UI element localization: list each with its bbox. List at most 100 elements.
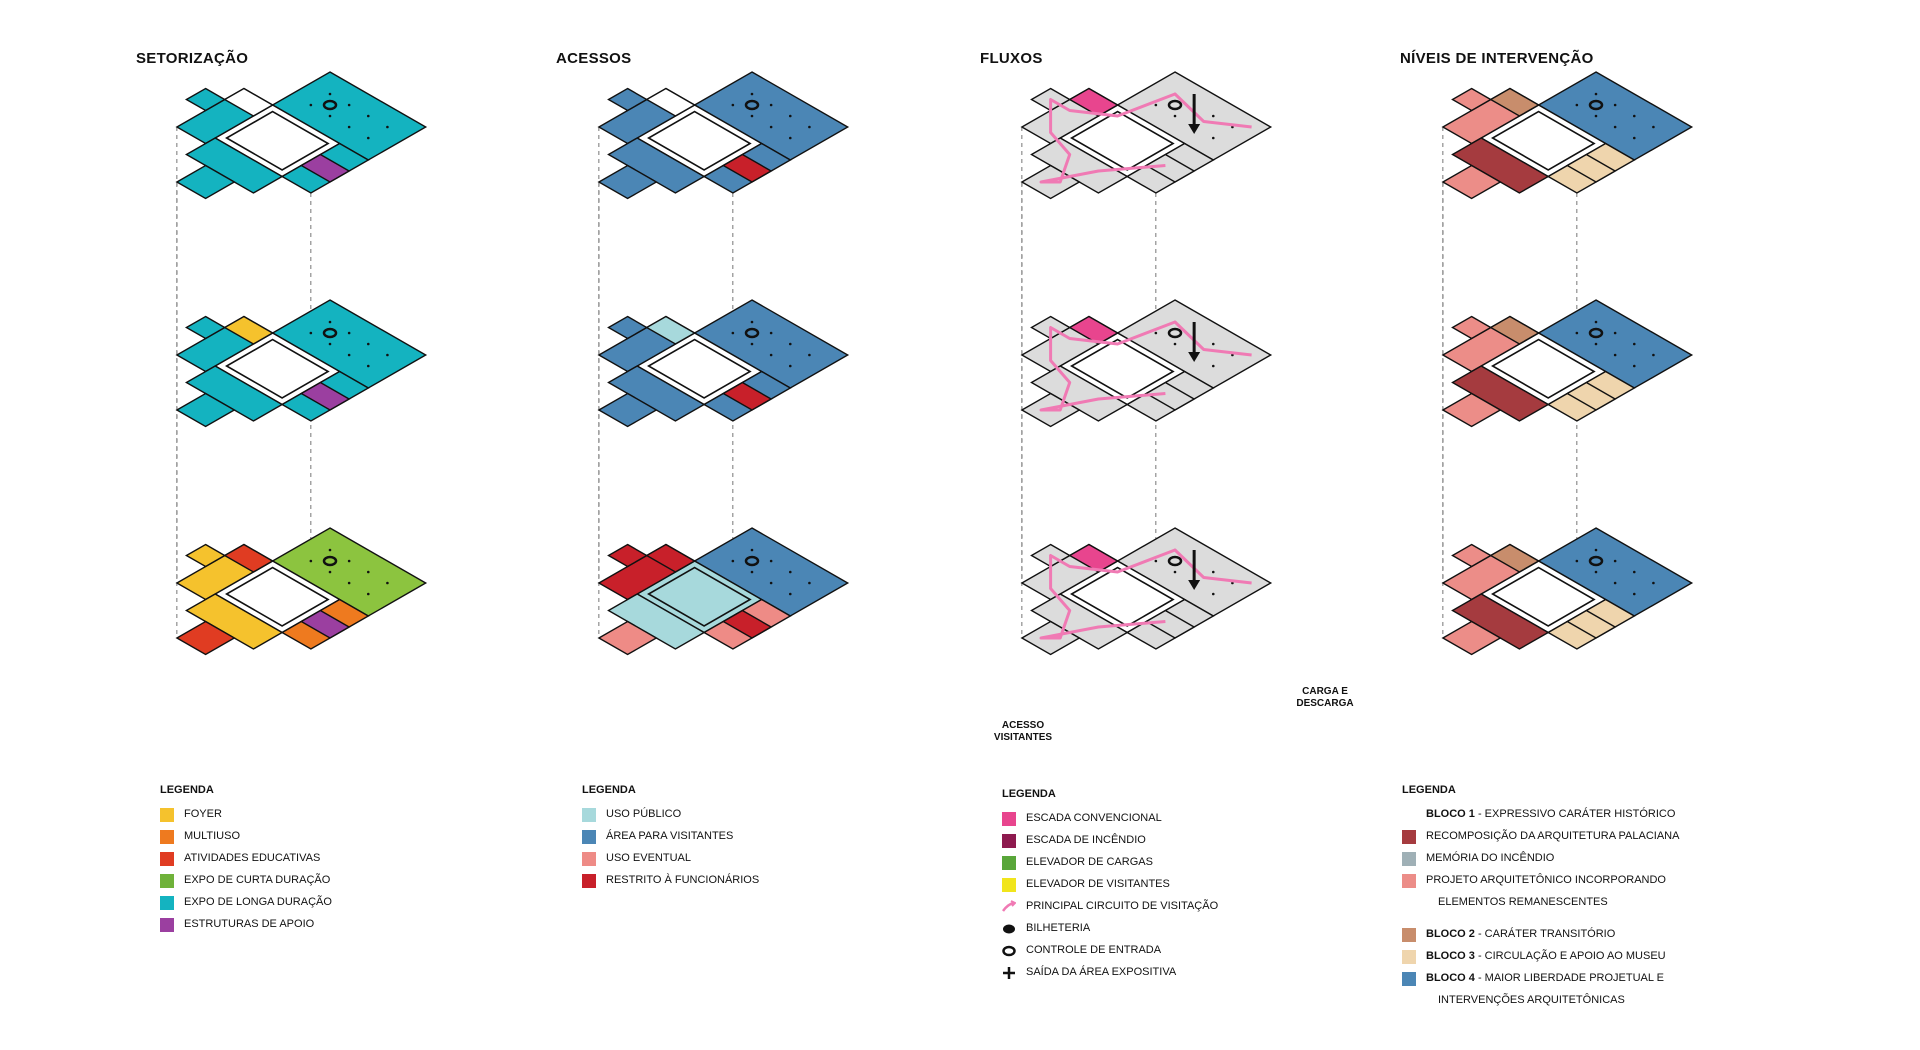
- column-dot: [750, 92, 754, 96]
- legend-swatch: [1402, 874, 1416, 888]
- legend-label: CONTROLE DE ENTRADA: [1026, 944, 1162, 956]
- ticket-dot-icon: [1002, 922, 1016, 936]
- legend-item: USO EVENTUAL: [582, 852, 759, 874]
- plan-block-central: [607, 137, 706, 194]
- legend-item: CONTROLE DE ENTRADA: [1002, 944, 1218, 966]
- plan-wing-left-tip: [607, 87, 649, 112]
- column-niveis: [1441, 71, 1694, 656]
- column-dot: [1613, 331, 1617, 335]
- column-dot: [788, 364, 792, 368]
- legend-item: MULTIUSO: [160, 830, 332, 852]
- courtyard-outline: [646, 110, 752, 171]
- plan-wing-left-tip: [1451, 543, 1493, 568]
- plan-block-central: [607, 593, 706, 650]
- courtyard-outline: [1490, 110, 1596, 171]
- path-arrow-icon: [1002, 900, 1016, 914]
- legend-item: FOYER: [160, 808, 332, 830]
- column-acessos: [597, 71, 850, 656]
- column-dot: [1594, 320, 1598, 324]
- floor-top: [1020, 71, 1273, 200]
- legend-title: LEGENDA: [160, 784, 214, 796]
- plan-wing-left-tip: [1451, 315, 1493, 340]
- plan-block-accent: [1489, 315, 1541, 345]
- column-dot: [788, 136, 792, 140]
- plan-block-accent: [645, 87, 697, 117]
- plan-support-rooms: [1565, 609, 1617, 639]
- legend-swatch: [1402, 830, 1416, 844]
- legend-label: PROJETO ARQUITETÔNICO INCORPORANDO: [1426, 874, 1666, 886]
- floor-top: [597, 71, 850, 200]
- legend-label: RESTRITO À FUNCIONÁRIOS: [606, 874, 760, 886]
- legend-label: PRINCIPAL CIRCUITO DE VISITAÇÃO: [1026, 900, 1219, 912]
- plan-block-central: [1030, 365, 1129, 422]
- plan-block-central: [1030, 593, 1129, 650]
- legend-item: PRINCIPAL CIRCUITO DE VISITAÇÃO: [1002, 900, 1218, 922]
- plan-block-south: [1441, 392, 1502, 428]
- plan-block-accent: [1489, 543, 1541, 573]
- legend-swatch: [582, 852, 596, 866]
- column-dot: [1173, 570, 1177, 574]
- plan-support-rooms: [721, 381, 773, 411]
- legend-swatch: [160, 896, 174, 910]
- legend-label: - MAIOR LIBERDADE PROJETUAL E: [1474, 972, 1664, 984]
- column-dot: [366, 364, 370, 368]
- column-dot: [769, 581, 773, 585]
- entry-ring-icon: [322, 99, 338, 111]
- legend-label: EXPO DE CURTA DURAÇÃO: [184, 874, 331, 886]
- column-dot: [347, 353, 351, 357]
- legend-item: SAÍDA DA ÁREA EXPOSITIVA: [1002, 966, 1218, 988]
- plan-block-accent: [645, 315, 697, 345]
- column-dot: [1173, 342, 1177, 346]
- plan-block-central: [184, 593, 284, 650]
- column-dot: [386, 125, 389, 129]
- legend-label: EXPO DE LONGA DURAÇÃO: [184, 896, 332, 908]
- column-dot: [788, 342, 792, 346]
- plan-support-rooms: [1144, 609, 1196, 639]
- column-dot: [1613, 581, 1617, 585]
- courtyard-outline: [646, 566, 752, 627]
- column-dot: [788, 570, 792, 574]
- column-dot: [1652, 125, 1655, 129]
- legend-label-bold: BLOCO 3: [1426, 950, 1475, 962]
- legend-swatch: [1002, 878, 1016, 892]
- legend-item: ELEMENTOS REMANESCENTES: [1402, 896, 1679, 918]
- plan-wing-left-tip: [607, 315, 649, 340]
- column-dot: [1575, 559, 1579, 563]
- title-setorizacao: SETORIZAÇÃO: [136, 50, 249, 67]
- column-dot: [1613, 103, 1617, 107]
- column-dot: [366, 342, 370, 346]
- column-dot: [1211, 592, 1215, 596]
- legend-item: USO PÚBLICO: [582, 808, 759, 830]
- legend-swatch: [1402, 928, 1416, 942]
- column-dot: [808, 353, 811, 357]
- column-dot: [1594, 548, 1598, 552]
- legend-swatch: [160, 874, 174, 888]
- plan-block-south: [597, 164, 658, 200]
- column-dot: [1575, 331, 1579, 335]
- plan-block-south: [1441, 164, 1502, 200]
- legend-item: RECOMPOSIÇÃO DA ARQUITETURA PALACIANA: [1402, 830, 1679, 852]
- column-dot: [1594, 342, 1598, 346]
- plan-block-accent: [1068, 87, 1120, 117]
- courtyard-outline: [224, 338, 330, 399]
- column-dot: [328, 114, 332, 118]
- column-dot: [731, 559, 735, 563]
- plan-block-accent: [223, 315, 275, 345]
- legend-item: BLOCO 3 - CIRCULAÇÃO E APOIO AO MUSEU: [1402, 950, 1679, 972]
- column-dot: [1211, 364, 1215, 368]
- column-dot: [1211, 136, 1215, 140]
- legend-label-bold: BLOCO 1: [1426, 808, 1475, 820]
- floor-top: [175, 71, 428, 200]
- entry-ring-icon: [744, 99, 760, 111]
- floor-top: [1441, 71, 1694, 200]
- plan-wing-left-tip: [1451, 87, 1493, 112]
- column-dot: [750, 342, 754, 346]
- column-dot: [347, 103, 351, 107]
- column-dot: [1575, 103, 1579, 107]
- legend-item: BILHETERIA: [1002, 922, 1218, 944]
- floor-middle: [1441, 299, 1694, 428]
- entry-ring-icon: [322, 555, 338, 567]
- entry-ring-icon: [322, 327, 338, 339]
- plan-block-south: [175, 620, 236, 656]
